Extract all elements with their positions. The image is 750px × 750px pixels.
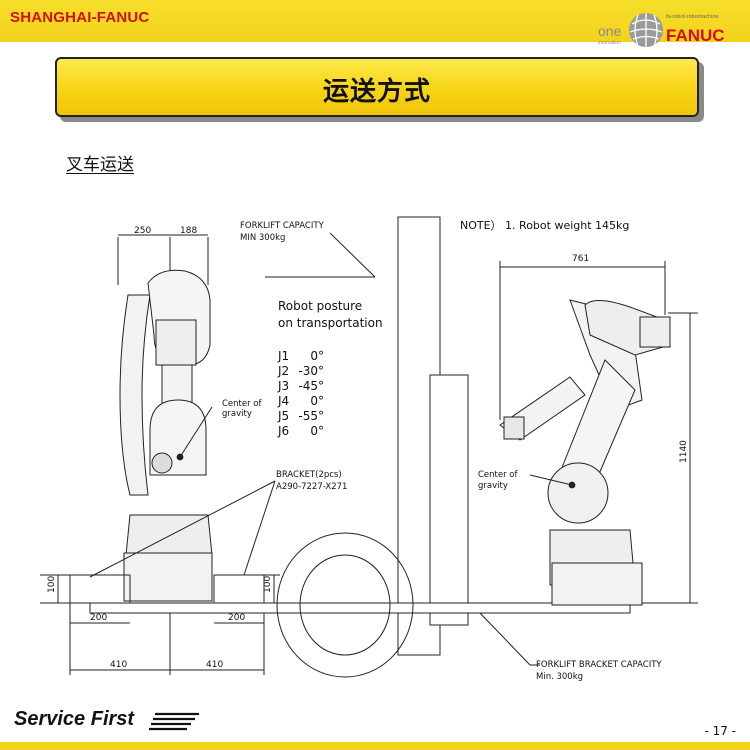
logo-tagline: fa-robot-robomachine [666, 14, 719, 20]
joint-angle: 0° [310, 424, 324, 438]
cog-right-line2: gravity [478, 481, 508, 491]
bracket-line1: BRACKET(2pcs) [276, 470, 342, 480]
cog-left-line2: gravity [222, 409, 252, 419]
cog-right-line1: Center of [478, 470, 519, 480]
fanuc-logo: one innovation fa-robot-robomachine FANU… [598, 13, 725, 47]
posture-line2: on transportation [278, 316, 383, 330]
dim-100-left: 100 [47, 576, 57, 593]
dim-188: 188 [180, 226, 197, 236]
logo-fanuc: FANUC [666, 26, 725, 45]
joint-name: J3 [277, 379, 289, 393]
title-banner: 运送方式 [55, 57, 699, 117]
dim-761: 761 [572, 254, 589, 264]
joint-angle: -45° [298, 379, 324, 393]
cog-left-line1: Center of [222, 399, 263, 409]
joint-angle: 0° [310, 394, 324, 408]
section-subtitle: 叉车运送 [66, 155, 134, 175]
dim-410-right: 410 [206, 660, 223, 670]
joint-angle: 0° [310, 349, 324, 363]
speed-lines-icon [149, 712, 199, 731]
transport-drawing: 250 188 100 100 200 200 410 410 Center o… [40, 216, 698, 682]
joint-name: J6 [277, 424, 289, 438]
robot-weight-note: NOTE） 1. Robot weight 145kg [460, 219, 629, 232]
bracket-capacity-line2: Min. 300kg [536, 672, 583, 682]
joint-angle: -30° [298, 364, 324, 378]
dim-200-left: 200 [90, 613, 107, 623]
header-bar [0, 0, 750, 42]
bracket-line2: A290-7227-X271 [276, 482, 347, 492]
posture-line1: Robot posture [278, 299, 362, 313]
bracket-capacity-line1: FORKLIFT BRACKET CAPACITY [536, 660, 662, 670]
brand-name: SHANGHAI-FANUC [10, 9, 150, 26]
dim-100-right: 100 [263, 576, 273, 593]
footer-rule [0, 742, 750, 750]
logo-one: one [598, 23, 622, 39]
joint-angle: -55° [298, 409, 324, 423]
service-first-logo: Service First [14, 708, 135, 730]
joint-name: J1 [277, 349, 289, 363]
joint-name: J4 [277, 394, 289, 408]
forklift-capacity-line2: MIN 300kg [240, 233, 285, 243]
forklift-capacity-line1: FORKLIFT CAPACITY [240, 221, 325, 231]
dim-200-right: 200 [228, 613, 245, 623]
logo-innovation: innovation [598, 40, 621, 46]
joint-name: J5 [277, 409, 289, 423]
dim-250: 250 [134, 226, 151, 236]
joint-name: J2 [277, 364, 289, 378]
page-number: - 17 - [704, 724, 736, 738]
dim-1140: 1140 [679, 440, 689, 463]
dim-410-left: 410 [110, 660, 127, 670]
page-title: 运送方式 [322, 77, 431, 107]
